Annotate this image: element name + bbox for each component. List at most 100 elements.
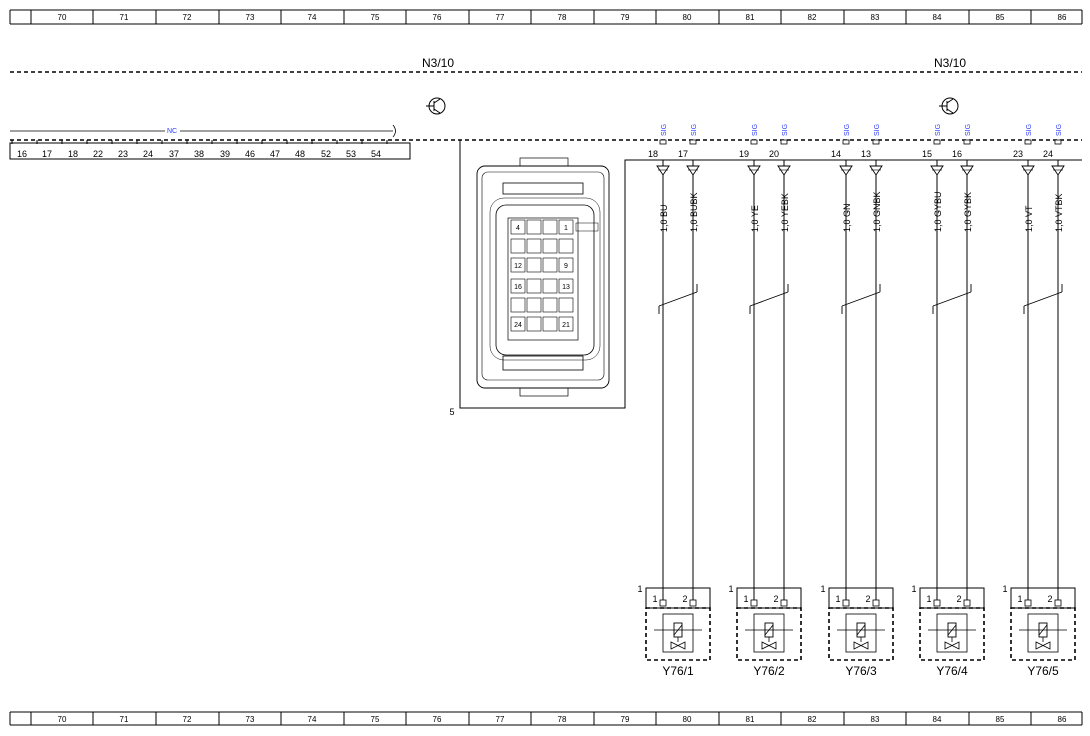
valve-pin: 1 [1017,594,1022,604]
wire-label: 1,0 GN [842,203,852,232]
ruler-col-84: 84 [933,715,942,724]
unused-pin: 17 [42,149,52,159]
ruler-col-83: 83 [871,13,880,22]
unused-pin: 18 [68,149,78,159]
ruler-col-73: 73 [246,715,255,724]
ecu-pin: 18 [648,149,658,159]
ecu-pin: 19 [739,149,749,159]
valve-label: Y76/3 [845,664,877,678]
transistor-icon [426,97,446,115]
cavity-label: 9 [564,263,568,270]
valve-pin: 1 [926,594,931,604]
unused-pin: 38 [194,149,204,159]
sig-label: SIG [874,124,881,136]
valve-ground-label: 1 [911,584,916,594]
ruler-col-71: 71 [120,715,129,724]
ruler-col-81: 81 [746,13,755,22]
wire-label: 1,0 VT [1024,205,1034,232]
wire-label: 1,0 YEBK [780,193,790,232]
ruler-col-82: 82 [808,715,817,724]
ruler-col-79: 79 [621,13,630,22]
unused-pin: 39 [220,149,230,159]
solenoid-valve-icon [1019,613,1067,653]
ruler-col-81: 81 [746,715,755,724]
valve-pin: 2 [956,594,961,604]
unused-pin: 52 [321,149,331,159]
ruler-col-82: 82 [808,13,817,22]
connector-5: 5 4 1 12 9 16 [449,140,1082,417]
top-ruler: 70 71 72 73 74 75 76 77 78 79 80 81 82 8… [9,9,1083,25]
unused-pin: 48 [295,149,305,159]
ruler-col-83: 83 [871,715,880,724]
ruler-col-80: 80 [683,715,692,724]
cavity-label: 16 [514,284,522,291]
ruler-col-78: 78 [558,715,567,724]
unused-pin: 24 [143,149,153,159]
valve-pin: 1 [652,594,657,604]
unused-pin: 54 [371,149,381,159]
unused-pin: 47 [270,149,280,159]
ruler-col-76: 76 [433,13,442,22]
unused-pin: 53 [346,149,356,159]
unused-pin: 16 [17,149,27,159]
cavity-label: 12 [514,263,522,270]
ruler-col-79: 79 [621,715,630,724]
ecu-pin: 15 [922,149,932,159]
sig-label: SIG [935,124,942,136]
valve-pin: 2 [682,594,687,604]
unused-pin: 46 [245,149,255,159]
ecu-pin: 24 [1043,149,1053,159]
valve-label: Y76/4 [936,664,968,678]
valve-pin: 2 [1047,594,1052,604]
unused-pin: 22 [93,149,103,159]
valve-ground-label: 1 [1002,584,1007,594]
connector-ref: 5 [449,407,454,417]
ruler-col-85: 85 [996,13,1005,22]
sig-label: SIG [661,124,668,136]
valve-pin: 1 [743,594,748,604]
sig-label: SIG [965,124,972,136]
valve-ground-label: 1 [637,584,642,594]
cavity-label: 4 [516,225,520,232]
ruler-col-71: 71 [120,13,129,22]
solenoid-valve-icon [654,613,702,653]
ruler-col-78: 78 [558,13,567,22]
ruler-col-80: 80 [683,13,692,22]
valve-ground-label: 1 [728,584,733,594]
ruler-col-76: 76 [433,715,442,724]
ruler-col-72: 72 [183,715,192,724]
valve-pin: 2 [773,594,778,604]
ruler-col-70: 70 [58,13,67,22]
sig-label: SIG [1026,124,1033,136]
valve-label: Y76/5 [1027,664,1059,678]
ecu-pin: 14 [831,149,841,159]
ruler-col-86: 86 [1058,715,1067,724]
nc-label: NC [167,128,177,135]
ruler-col-72: 72 [183,13,192,22]
cavity-label: 24 [514,322,522,329]
wire-label: 1,0 BU [659,204,669,232]
valve-pin: 1 [835,594,840,604]
wire-label: 1,0 VTBK [1054,193,1064,232]
valve-label: Y76/2 [753,664,785,678]
ruler-col-75: 75 [371,13,380,22]
sig-label: SIG [691,124,698,136]
ruler-col-74: 74 [308,715,317,724]
solenoid-valve-icon [837,613,885,653]
ecu-pin: 23 [1013,149,1023,159]
cavity-label: 21 [562,322,570,329]
transistor-icon [939,97,959,115]
sig-label: SIG [844,124,851,136]
valve-label: Y76/1 [662,664,694,678]
ruler-col-86: 86 [1058,13,1067,22]
wire-label: 1,0 BUBK [689,192,699,232]
wire-label: 1,0 GYBU [933,191,943,232]
solenoid-valve-icon [928,613,976,653]
unused-pin: 23 [118,149,128,159]
